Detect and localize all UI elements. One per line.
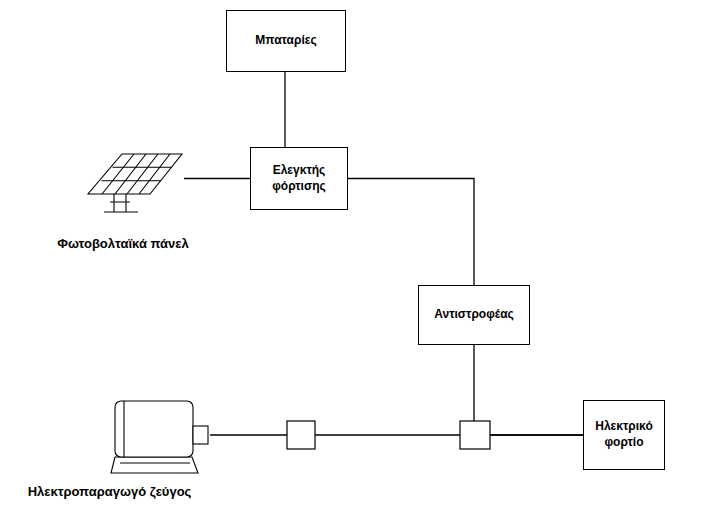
connector-line [184,178,250,179]
process-box: Ηλεκτρικό φορτίο [583,400,665,470]
connector-line [348,179,474,286]
process-box: Ελεγκτής φόρτισης [250,147,348,210]
process-box: Αντιστροφέας [418,285,530,345]
icon-label: Ηλεκτροπαραγωγό ζεύγος [2,484,217,504]
icon-caption: Φωτοβολταϊκά πάνελ [28,236,218,253]
junction-box [287,421,315,449]
box-label: Ηλεκτρικό φορτίο [592,419,656,450]
solar-panel-icon [84,150,184,222]
connector-line [284,72,285,147]
box-label: Αντιστροφέας [434,307,514,323]
icon-label: Φωτοβολταϊκά πάνελ [28,236,218,256]
junction-box [460,421,490,449]
generator-icon [110,385,210,477]
icon-caption: Ηλεκτροπαραγωγό ζεύγος [2,484,217,501]
process-box: Μπαταρίες [226,10,346,72]
box-label: Ελεγκτής φόρτισης [259,163,339,194]
box-label: Μπαταρίες [255,33,316,49]
